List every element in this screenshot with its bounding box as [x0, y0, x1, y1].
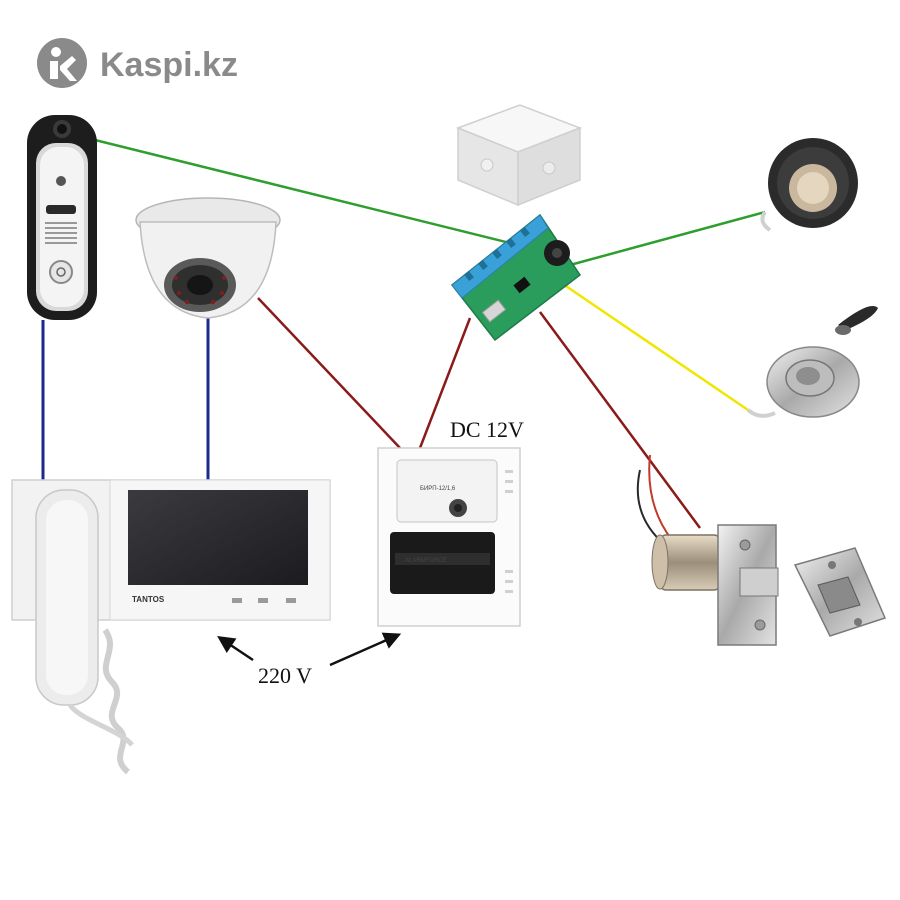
arrow-to-monitor	[217, 636, 254, 662]
touch-key-icon	[835, 306, 878, 335]
strike-plate-icon	[793, 547, 887, 637]
arrow-to-psu	[329, 632, 402, 667]
dome-camera-icon	[135, 197, 281, 319]
video-monitor-icon: TANTOS	[11, 479, 331, 775]
kaspi-watermark: Kaspi.kz	[37, 38, 238, 88]
handset-icon	[35, 489, 134, 775]
red-wire-controller-psu	[418, 317, 472, 449]
ac-voltage-label: 220 V	[258, 663, 312, 688]
electric-lock-icon	[636, 454, 779, 646]
kaspi-logo-icon	[37, 38, 87, 88]
ac-power-indicator: 220 V	[217, 632, 402, 688]
red-wire-controller-lock	[538, 311, 702, 529]
door-panel-icon	[27, 115, 97, 320]
battery-brand: ALARMFORCE	[405, 558, 447, 564]
dc-voltage-label: DC 12V	[450, 417, 524, 442]
wires	[41, 138, 766, 529]
controller-board-icon	[450, 213, 582, 342]
key-reader-icon	[746, 306, 878, 418]
green-wire-controller-button	[569, 210, 766, 267]
watermark-text: Kaspi.kz	[100, 46, 238, 84]
power-supply-icon: БИРП-12/1,6 ALARMFORCE	[377, 447, 521, 627]
yellow-wire-controller-reader	[559, 280, 749, 412]
exit-button-icon	[760, 138, 858, 232]
monitor-brand: TANTOS	[132, 595, 165, 604]
red-wire-camera-psu	[257, 297, 401, 449]
psu-panel-title: БИРП-12/1,6	[420, 486, 456, 492]
junction-box-icon	[455, 104, 583, 207]
green-wire-panel-controller	[94, 138, 511, 245]
